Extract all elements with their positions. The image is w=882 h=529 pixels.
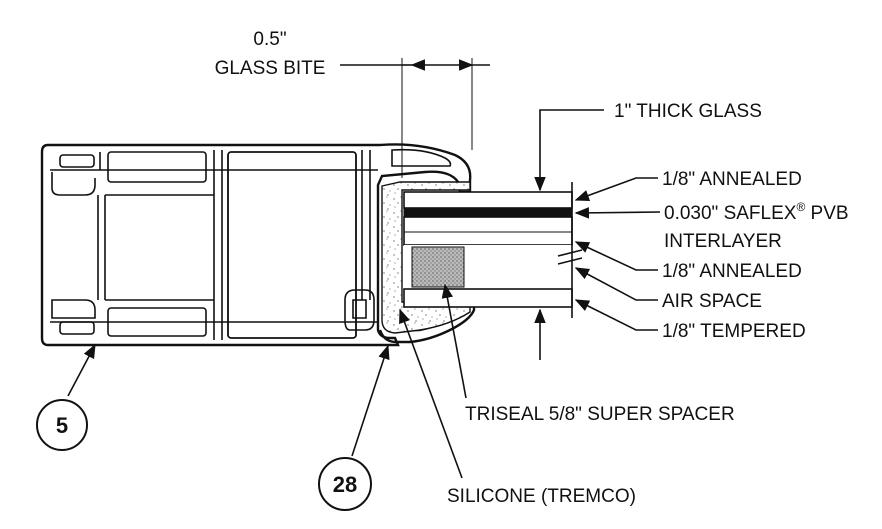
glass-bite-value: 0.5" [253, 29, 286, 50]
air-space-label: AIR SPACE [662, 291, 762, 312]
frame-callout-number: 5 [56, 413, 68, 438]
annealed-mid-label: 1/8" ANNEALED [662, 261, 802, 282]
frame-bubble-leader [67, 343, 96, 397]
glass-unit [403, 182, 583, 318]
annealed-top-label: 1/8" ANNEALED [662, 169, 802, 190]
stop-callout-number: 28 [333, 472, 357, 497]
air-space-leader [574, 267, 658, 301]
thick-glass-leader [534, 109, 604, 192]
frame-callout-bubble [36, 399, 88, 451]
stop-callout-bubble [318, 457, 372, 511]
annealed-mid-leader [574, 241, 658, 271]
silicone-label: SILICONE (TREMCO) [447, 486, 636, 507]
spacer-label: TRISEAL 5/8" SUPER SPACER [465, 404, 735, 425]
tempered-leader [574, 299, 658, 331]
saflex-leader [574, 207, 661, 219]
stop-bubble-leader [351, 344, 390, 457]
super-spacer [411, 246, 465, 288]
glass-bite-dimension [340, 58, 490, 178]
interlayer-label: INTERLAYER [664, 231, 782, 252]
frame-extrusion [40, 143, 472, 347]
saflex-label: 0.030" SAFLEX® PVB [664, 200, 849, 224]
thick-glass-label: 1" THICK GLASS [614, 101, 762, 122]
glass-bite-label: GLASS BITE [215, 58, 326, 79]
annealed-top-leader [574, 177, 658, 201]
silicone-leader [399, 308, 463, 479]
spacer-leader [441, 283, 467, 399]
tempered-label: 1/8" TEMPERED [662, 321, 806, 342]
